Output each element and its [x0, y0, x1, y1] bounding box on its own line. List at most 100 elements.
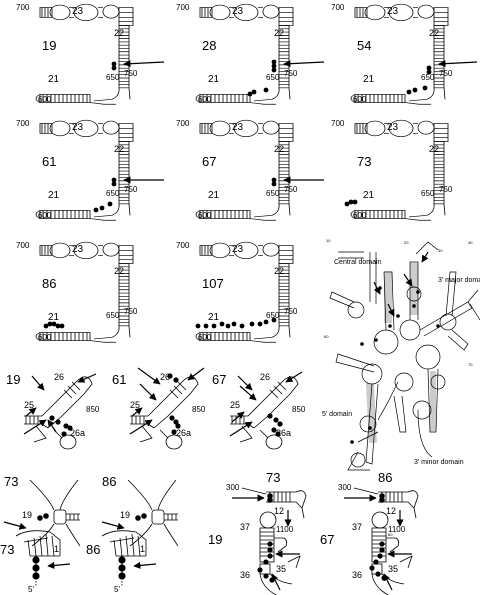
cleavage-arrow: [438, 60, 478, 68]
label-700: 700: [331, 119, 345, 128]
longT-structure: [350, 119, 449, 221]
label-helix-35: 35: [388, 564, 398, 574]
panel-number: 73: [0, 542, 14, 557]
label-helix-22: 22: [274, 144, 284, 154]
cleavage-site-dot: [379, 547, 385, 553]
cleavage-site-dot: [61, 431, 67, 437]
cleavage-site-dot: [225, 323, 231, 329]
cleavage-arrow: [283, 60, 325, 68]
label-650: 650: [266, 311, 280, 320]
label-helix-23: 23: [72, 6, 84, 17]
label-helix-19: 19: [22, 510, 32, 520]
cleavage-site-dot: [167, 373, 173, 379]
cleavage-arrow: [129, 419, 153, 435]
overview-site-dot: [368, 426, 372, 430]
cleavage-site-dot: [352, 199, 358, 205]
cleavage-site-dot: [267, 541, 273, 547]
label-750: 750: [124, 185, 138, 194]
cleavage-arrow: [23, 419, 47, 435]
longT-structure: [350, 3, 449, 105]
label-helix-21: 21: [363, 74, 375, 85]
cleavage-site-dot: [267, 497, 273, 503]
cleavage-site-dot: [135, 515, 141, 521]
cleavage-arrow: [47, 419, 57, 433]
label-750: 750: [284, 69, 298, 78]
cleavage-site-dot: [377, 553, 383, 559]
overview-site-dot: [416, 290, 420, 294]
cleavage-site-dot: [111, 181, 117, 187]
label-helix-21: 21: [208, 190, 220, 201]
label-helix-12: 12: [386, 506, 396, 516]
label-700: 700: [176, 119, 190, 128]
label-helix-21: 21: [363, 190, 375, 201]
cleavage-arrow: [239, 385, 257, 401]
cleavage-arrow: [101, 521, 125, 530]
cleavage-site-dot: [219, 321, 225, 327]
label-helix-26: 26: [260, 372, 270, 382]
panel-number: 67: [202, 154, 216, 169]
cleavage-site-dot: [239, 323, 245, 329]
label-helix-36: 36: [240, 570, 250, 580]
label-helix-23: 23: [387, 6, 399, 17]
label-helix-26: 26: [160, 372, 170, 382]
cleavage-arrow: [231, 411, 245, 423]
label-helix-23: 23: [232, 244, 244, 255]
label-helix-26: 26: [54, 372, 64, 382]
overview-site-dot: [360, 342, 364, 346]
overview-arrow: [373, 281, 381, 295]
cleavage-arrow: [131, 407, 143, 417]
label-650: 650: [106, 73, 120, 82]
label-600: 600: [38, 211, 52, 220]
label-helix-21: 21: [208, 312, 220, 323]
cleavage-arrow: [47, 561, 71, 569]
label-1100: 1100: [276, 525, 294, 534]
cleavage-site-dot: [99, 205, 105, 211]
cleavage-site-dot: [67, 425, 73, 431]
label-helix-25: 25: [24, 400, 34, 410]
label-helix-36: 36: [352, 570, 362, 580]
cleavage-site-dot: [275, 431, 281, 437]
label-750: 750: [124, 69, 138, 78]
cleavage-site-dot: [412, 87, 418, 93]
cleavage-site-dot: [426, 65, 432, 71]
h26T-structure: [23, 376, 93, 450]
longT-structure: [35, 3, 134, 105]
cleavage-site-dot: [271, 59, 277, 65]
cleavage-site-dot: [59, 323, 65, 329]
overview-number-label: 30: [438, 248, 443, 253]
overview-number-label: 60: [324, 334, 329, 339]
label-750: 750: [284, 307, 298, 316]
label-helix-22: 22: [114, 266, 124, 276]
label-helix-23: 23: [72, 122, 84, 133]
cleavage-arrow: [25, 407, 37, 417]
longT-structure: [195, 119, 294, 221]
overview-site-dot: [350, 440, 354, 444]
cleavage-arrow: [271, 573, 281, 591]
cleavage-site-dot: [37, 515, 43, 521]
cleavage-site-dot: [271, 67, 277, 73]
cleavage-site-dot: [251, 89, 257, 95]
h26T-structure: [129, 376, 199, 450]
panel-number: 86: [86, 542, 100, 557]
label-helix-26a: 26a: [176, 428, 191, 438]
cleavage-site-dot: [203, 323, 209, 329]
cleavage-site-dot: [422, 85, 428, 91]
label-helix-23: 23: [387, 122, 399, 133]
cleavage-site-dot: [249, 321, 255, 327]
label-helix-23: 23: [72, 244, 84, 255]
cleavage-site-dot: [257, 321, 263, 327]
label-central-domain: Central domain: [334, 259, 382, 266]
cleavage-site-dot: [51, 321, 57, 327]
cleavage-site-dot: [263, 87, 269, 93]
label-650: 650: [266, 73, 280, 82]
cleavage-arrow: [31, 375, 45, 391]
cleavage-site-dot: [369, 565, 375, 571]
label-helix-35: 35: [276, 564, 286, 574]
overview-site-dot: [388, 324, 392, 328]
